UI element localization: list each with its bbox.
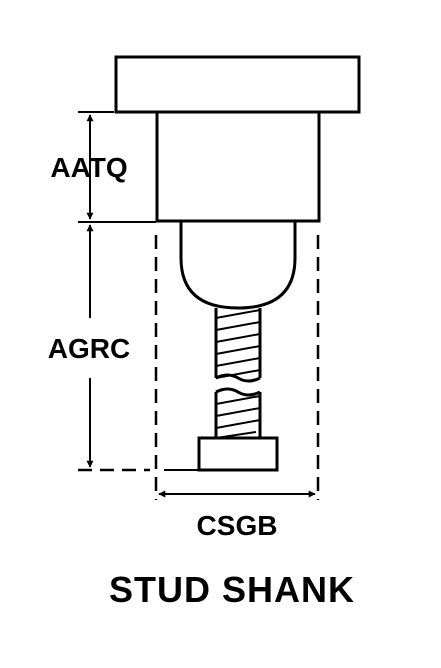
stud-base xyxy=(197,436,279,472)
thread-lower xyxy=(214,387,262,439)
dim-label-agrc: AGRC xyxy=(48,333,130,364)
stud-shoulder xyxy=(179,222,297,310)
stud-head xyxy=(155,110,321,223)
diagram-title: STUD SHANK xyxy=(109,569,355,610)
stud-flange xyxy=(114,55,361,114)
dim-label-csgb: CSGB xyxy=(197,510,278,541)
thread-upper xyxy=(214,308,262,383)
dim-label-aatq: AATQ xyxy=(50,152,127,183)
